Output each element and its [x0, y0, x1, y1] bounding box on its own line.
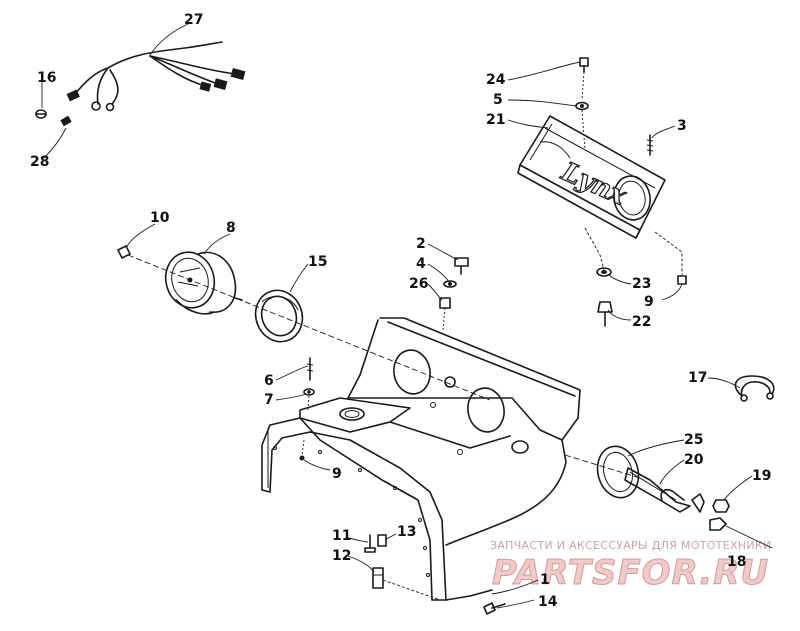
nameplate-logo: Lynx	[556, 157, 631, 212]
callout-9-panel: 9	[644, 294, 654, 310]
callout-28: 28	[30, 154, 49, 170]
switch-assembly	[624, 467, 705, 513]
callout-7: 7	[264, 392, 274, 408]
callout-27: 27	[184, 12, 203, 28]
callout-13: 13	[397, 524, 416, 540]
panel-hardware-lower	[584, 227, 687, 327]
callout-25: 25	[684, 432, 703, 448]
callout-20: 20	[684, 452, 704, 468]
callout-16: 16	[37, 70, 56, 86]
switch-nut-washer	[709, 499, 773, 549]
panel-screw-right	[646, 134, 654, 156]
callout-10: 10	[150, 210, 170, 226]
callout-26: 26	[409, 276, 428, 292]
dash-console	[261, 317, 581, 601]
gauge-axis-line	[127, 254, 491, 401]
nameplate-panel: Lynx	[517, 115, 666, 239]
gauge-bulb	[117, 245, 131, 259]
bulb-parts	[35, 109, 72, 127]
console-screw-left	[299, 357, 315, 461]
callout-9-console: 9	[332, 466, 342, 482]
callout-18: 18	[727, 554, 746, 570]
callout-21: 21	[486, 112, 505, 128]
callout-12: 12	[332, 548, 351, 564]
callout-22: 22	[632, 314, 651, 330]
callout-3: 3	[677, 118, 687, 134]
callout-15: 15	[308, 254, 327, 270]
switch-axis-line	[564, 454, 641, 479]
clip-hardware	[364, 534, 441, 601]
callout-8: 8	[226, 220, 236, 236]
callout-4: 4	[416, 256, 426, 272]
console-screw-stack	[439, 257, 469, 331]
speedometer-gauge	[164, 251, 243, 315]
wiring-harness	[66, 41, 246, 112]
callout-23: 23	[632, 276, 651, 292]
bottom-screw	[483, 602, 506, 615]
callout-6: 6	[264, 373, 274, 389]
watermark-logo: PARTSFOR.RU	[492, 553, 769, 593]
callout-leaders	[41, 23, 753, 609]
callout-1: 1	[540, 572, 550, 588]
callout-19: 19	[752, 468, 771, 484]
callout-11: 11	[332, 528, 351, 544]
callout-14: 14	[538, 594, 558, 610]
callout-17: 17	[688, 370, 707, 386]
grommet-ring	[596, 445, 640, 499]
clamp-ring	[734, 375, 775, 402]
callout-24: 24	[486, 72, 506, 88]
gauge-ring	[254, 289, 304, 343]
watermark: ЗАПЧАСТИ И АКСЕССУАРЫ ДЛЯ МОТОТЕХНИКИ PA…	[490, 539, 772, 594]
callout-5: 5	[493, 92, 503, 108]
callout-2: 2	[416, 236, 426, 252]
callout-labels: 27 16 28 24 5 21 3 23 9 22 2 4 26 10 8 1…	[30, 12, 771, 610]
watermark-caption: ЗАПЧАСТИ И АКСЕССУАРЫ ДЛЯ МОТОТЕХНИКИ	[490, 539, 772, 552]
